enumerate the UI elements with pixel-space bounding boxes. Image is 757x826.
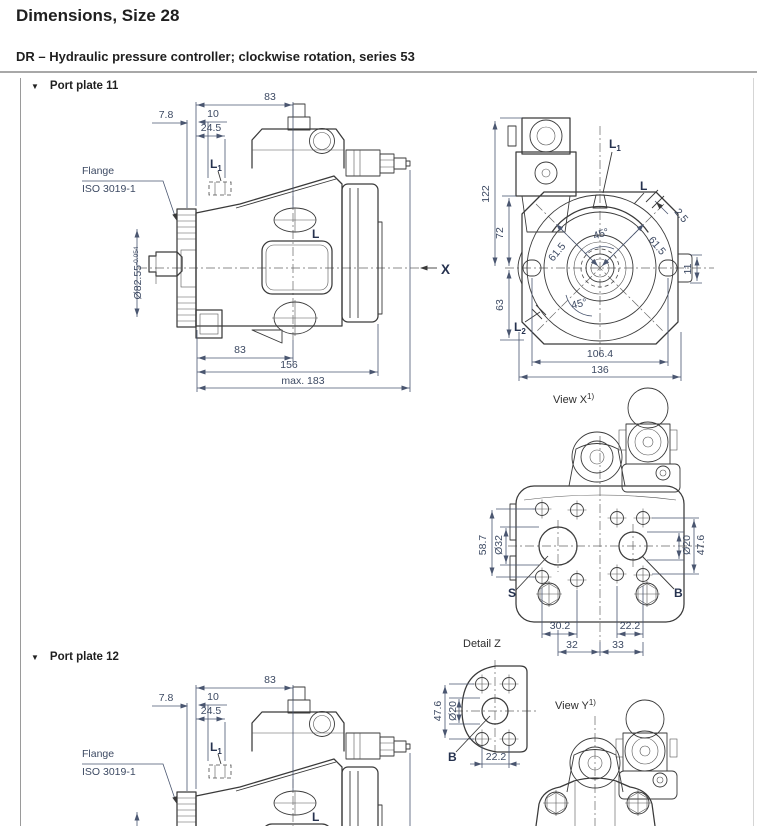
port-plate-11-label: Port plate 11 bbox=[49, 80, 119, 92]
dim-32: 32 bbox=[566, 639, 578, 651]
dim-d32: Ø32 bbox=[493, 535, 505, 555]
dim-83-bottom: 83 bbox=[234, 344, 246, 356]
dim-33: 33 bbox=[612, 639, 624, 651]
port-plate-12-header[interactable]: ▼ Port plate 12 bbox=[31, 651, 119, 663]
dim-47-6: 47.6 bbox=[695, 535, 707, 556]
dim-61-5-right: 61.5 bbox=[646, 234, 668, 257]
dim-72: 72 bbox=[494, 227, 506, 239]
panel-right-border bbox=[753, 78, 754, 826]
dim-30-2: 30.2 bbox=[550, 620, 571, 632]
dim-11: 11 bbox=[682, 263, 694, 274]
side-view-drawing-2 bbox=[82, 674, 420, 826]
port-plate-11-header[interactable]: ▼ Port plate 11 bbox=[31, 80, 118, 92]
dim-47-6: 47.6 bbox=[432, 701, 444, 722]
dim-d20: Ø20 bbox=[447, 701, 459, 721]
divider bbox=[0, 71, 757, 73]
port-label-l1: L1 bbox=[609, 137, 621, 153]
side-view-drawing: 83 7.8 10 24.5 Flange ISO 3019-1 Ø82.55-… bbox=[82, 91, 420, 392]
dim-83-top: 83 bbox=[264, 91, 276, 103]
port-plate-12-label: Port plate 12 bbox=[49, 651, 119, 663]
dim-2-5: 2.5 bbox=[672, 206, 691, 225]
flange-label-line1: Flange bbox=[82, 165, 114, 177]
dim-shaft-diameter: Ø82.55-0.054 bbox=[132, 246, 144, 299]
dim-156: 156 bbox=[280, 359, 298, 371]
collapse-arrow-icon[interactable]: ▼ bbox=[31, 81, 39, 91]
dim-d20: Ø20 bbox=[681, 535, 693, 555]
dim-106-4: 106.4 bbox=[587, 348, 613, 360]
port-label-l2: L2 bbox=[514, 320, 526, 336]
detail-z-caption: Detail Z bbox=[463, 638, 501, 650]
port-label-b: B bbox=[448, 750, 457, 764]
page-title: Dimensions, Size 28 bbox=[16, 6, 180, 25]
view-y-caption: View Y1) bbox=[555, 698, 596, 712]
front-view-drawing: 122 72 63 11 61.5 61.5 bbox=[480, 117, 714, 381]
view-y-drawing: View Y1) bbox=[535, 698, 678, 826]
section-subtitle: DR – Hydraulic pressure controller; cloc… bbox=[16, 49, 415, 64]
view-x-arrow-label: X bbox=[441, 262, 450, 277]
dim-22-2: 22.2 bbox=[486, 751, 507, 763]
detail-z-drawing: 47.6 Ø20 B 22.2 bbox=[432, 660, 536, 768]
angle-45-top: 45° bbox=[592, 226, 611, 242]
dim-24-5: 24.5 bbox=[201, 122, 222, 134]
flange-label-line2: ISO 3019-1 bbox=[82, 183, 136, 195]
dim-58-7: 58.7 bbox=[477, 535, 489, 556]
dim-136: 136 bbox=[591, 364, 609, 376]
angle-45-bottom: 45° bbox=[570, 296, 588, 311]
port-label-b: B bbox=[674, 586, 683, 600]
port-label-l: L bbox=[640, 179, 647, 193]
dim-max-183: max. 183 bbox=[281, 375, 324, 387]
port-label-s: S bbox=[508, 586, 516, 600]
dim-10: 10 bbox=[207, 108, 219, 120]
dim-7-8: 7.8 bbox=[159, 109, 174, 121]
view-x-drawing: View X1) bbox=[463, 387, 707, 656]
view-x-caption: View X1) bbox=[553, 392, 594, 406]
dim-122: 122 bbox=[480, 185, 492, 203]
panel-left-border bbox=[20, 78, 21, 826]
collapse-arrow-icon[interactable]: ▼ bbox=[31, 652, 39, 662]
dim-22-2: 22.2 bbox=[620, 620, 641, 632]
port-label-l: L bbox=[312, 227, 319, 241]
port-label-l1: L1 bbox=[210, 157, 222, 173]
dim-63: 63 bbox=[494, 299, 506, 311]
view-direction-x: X bbox=[420, 262, 450, 277]
